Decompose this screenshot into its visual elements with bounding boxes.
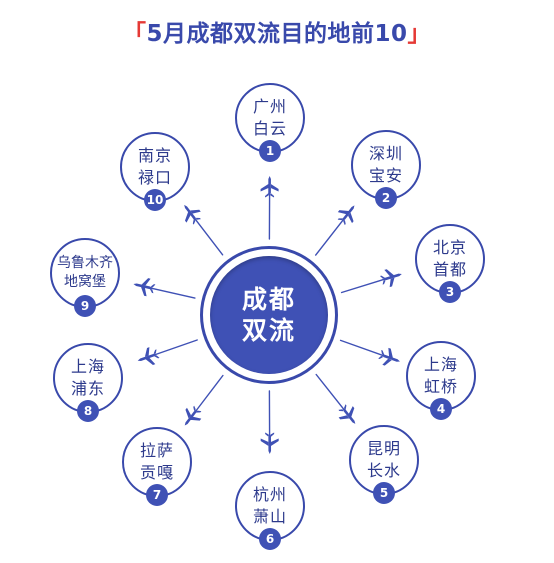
route-trail — [339, 339, 385, 357]
destination-city: 广州 — [252, 97, 287, 117]
destination-airport: 首都 — [432, 260, 467, 279]
destination-city: 北京 — [432, 238, 467, 258]
route-trail — [193, 217, 224, 256]
destination-airport: 长水 — [366, 461, 401, 480]
airplane-icon — [137, 347, 160, 365]
destination-node-7: 拉萨 贡嘎 7 — [122, 427, 192, 506]
destination-city: 昆明 — [366, 439, 401, 459]
origin-city: 成都 — [241, 284, 296, 314]
destination-city: 拉萨 — [139, 441, 174, 461]
destination-city: 上海 — [423, 355, 458, 375]
airplane-icon — [379, 269, 402, 288]
destination-city: 杭州 — [252, 485, 287, 505]
page-title: 「5月成都双流目的地前10」 — [0, 14, 554, 48]
destination-node-6: 杭州 萧山 6 — [235, 471, 305, 550]
rank-badge: 1 — [259, 140, 281, 162]
rank-badge: 2 — [375, 187, 397, 209]
rank-badge: 9 — [74, 295, 96, 317]
destination-airport: 白云 — [252, 119, 287, 138]
rank-badge: 7 — [146, 484, 168, 506]
destination-city: 上海 — [70, 357, 105, 377]
airplane-icon — [133, 278, 156, 297]
route-trail — [149, 287, 196, 299]
airplane-icon — [337, 205, 355, 226]
destination-airport: 萧山 — [252, 507, 287, 526]
rank-badge: 4 — [430, 398, 452, 420]
route-trail — [194, 374, 224, 413]
destination-node-3: 北京 首都 3 — [415, 224, 485, 303]
destination-node-1: 广州 白云 1 — [235, 83, 305, 162]
destination-node-9: 乌鲁木齐 地窝堡 9 — [50, 238, 120, 317]
airplane-icon — [184, 405, 202, 426]
destination-airport: 禄口 — [137, 168, 172, 187]
origin-airport-node: 成都 双流 — [200, 246, 338, 384]
destination-airport: 浦东 — [70, 379, 105, 398]
destination-airport: 地窝堡 — [64, 274, 106, 290]
destination-airport: 贡嘎 — [139, 463, 174, 482]
origin-airport-disc: 成都 双流 — [210, 256, 328, 374]
destination-city: 乌鲁木齐 — [57, 255, 113, 272]
rank-badge: 8 — [77, 400, 99, 422]
destination-city: 南京 — [137, 146, 172, 166]
destination-airport: 虹桥 — [423, 377, 458, 396]
destination-node-8: 上海 浦东 8 — [53, 343, 123, 422]
rank-badge: 6 — [259, 528, 281, 550]
airplane-icon — [378, 347, 400, 366]
title-text: 5月成都双流目的地前10 — [146, 21, 408, 47]
title-close-bracket: 」 — [407, 21, 431, 47]
route-trail — [315, 373, 346, 412]
airplane-icon — [338, 404, 356, 424]
airplane-icon — [260, 176, 279, 198]
destination-node-5: 昆明 长水 5 — [349, 425, 419, 504]
route-trail — [340, 278, 387, 294]
origin-airport: 双流 — [241, 316, 296, 345]
destination-airport: 宝安 — [368, 166, 403, 185]
destination-node-4: 上海 虹桥 4 — [406, 341, 476, 420]
title-open-bracket: 「 — [122, 21, 147, 47]
airplane-icon — [184, 204, 201, 225]
destination-city: 深圳 — [368, 144, 403, 164]
rank-badge: 3 — [439, 281, 461, 303]
rank-badge: 5 — [373, 482, 395, 504]
destination-node-2: 深圳 宝安 2 — [351, 130, 421, 209]
airplane-icon — [260, 432, 279, 454]
rank-badge: 10 — [144, 189, 166, 211]
route-trail — [315, 218, 345, 256]
route-trail — [153, 339, 198, 356]
destination-node-10: 南京 禄口 10 — [120, 132, 190, 211]
